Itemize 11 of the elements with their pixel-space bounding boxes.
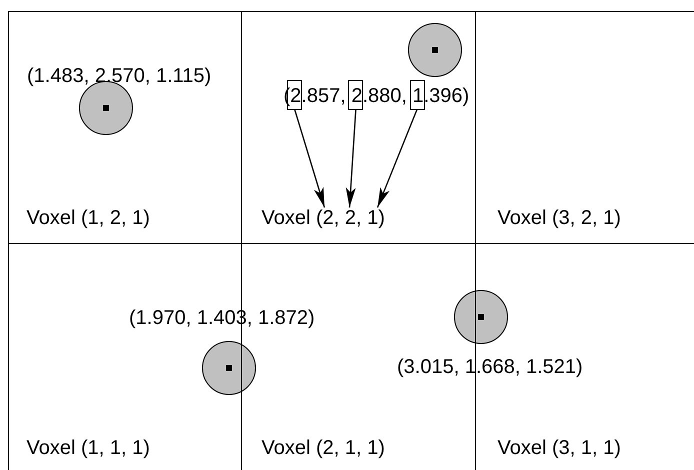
voxel-label: Voxel (1, 2, 1) (26, 208, 150, 228)
voxel-label: Voxel (2, 1, 1) (262, 438, 385, 458)
voxel-label: Voxel (3, 1, 1) (498, 438, 621, 458)
arrow (346, 109, 356, 208)
voxel-label: Voxel (3, 2, 1) (498, 208, 621, 228)
voxel-label: Voxel (1, 1, 1) (26, 438, 150, 458)
coordinate-label: (1.483, 2.570, 1.115) (27, 64, 212, 88)
arrow (294, 109, 326, 208)
voxel-cell (8, 11, 242, 244)
voxel-label: Voxel (2, 2, 1) (262, 208, 385, 228)
arrow (376, 109, 418, 208)
